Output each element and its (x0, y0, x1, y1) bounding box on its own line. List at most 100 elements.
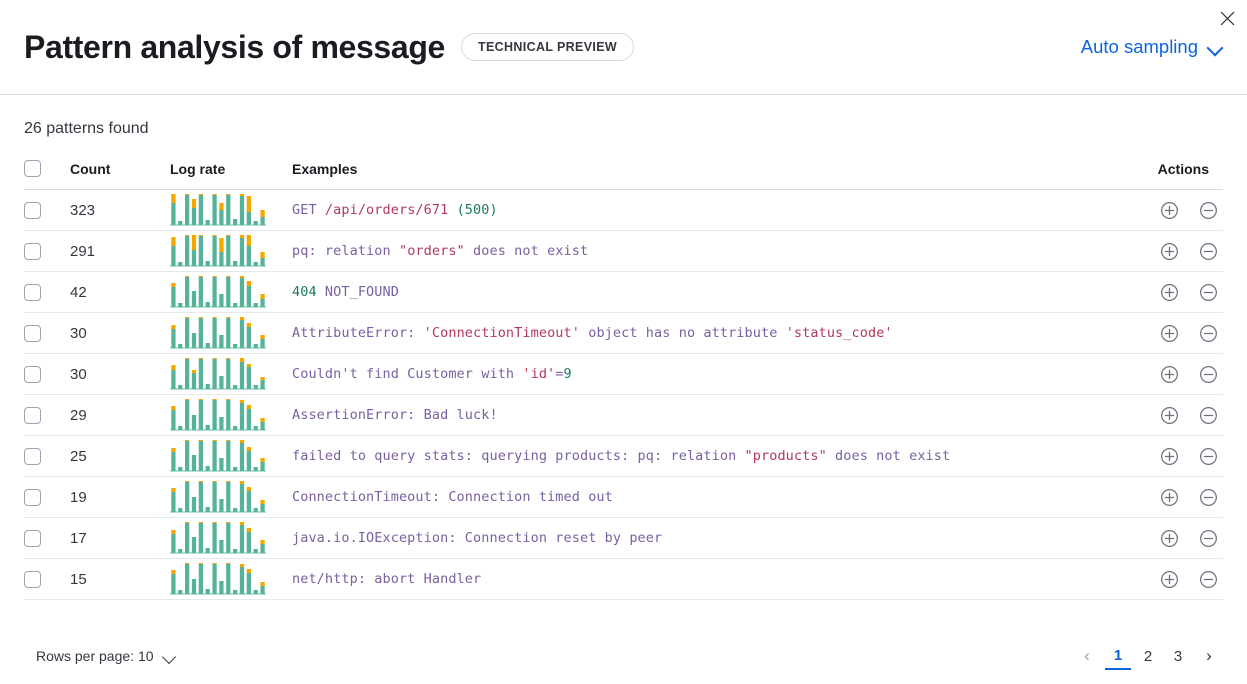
count-cell: 291 (70, 230, 170, 273)
page-number-2[interactable]: 2 (1143, 647, 1153, 665)
count-cell: 323 (70, 189, 170, 232)
plus-in-circle-icon[interactable] (1154, 400, 1184, 430)
minus-in-circle-icon[interactable] (1193, 359, 1223, 389)
row-checkbox[interactable] (24, 365, 41, 383)
plus-in-circle-icon[interactable] (1154, 564, 1184, 594)
row-checkbox[interactable] (24, 529, 41, 547)
table-row[interactable]: 15 net/http: abort Handler (24, 558, 1223, 601)
example-text: pq: relation "orders" does not exist (292, 243, 1113, 259)
minus-in-circle-icon[interactable] (1193, 277, 1223, 307)
example-token: NOT_FOUND (316, 284, 399, 301)
table-header: Count Log rate Examples Actions (24, 160, 1223, 191)
log-rate-sparkline (170, 276, 266, 308)
table-row[interactable]: 291 pq: relation "orders" does not exist (24, 230, 1223, 273)
example-cell: AttributeError: 'ConnectionTimeout' obje… (292, 312, 1113, 355)
example-cell: 404 NOT_FOUND (292, 271, 1113, 314)
example-token: 'id' (522, 366, 556, 383)
minus-in-circle-icon[interactable] (1193, 523, 1223, 553)
example-token: object has no attribute (579, 325, 786, 342)
count-cell: 30 (70, 312, 170, 355)
actions-cell (1113, 558, 1223, 601)
row-checkbox[interactable] (24, 283, 41, 301)
examples-header: Examples (292, 160, 1113, 191)
actions-cell (1113, 435, 1223, 478)
actions-cell (1113, 189, 1223, 232)
example-cell: pq: relation "orders" does not exist (292, 230, 1113, 273)
row-select-cell (24, 517, 70, 560)
log-rate-sparkline (170, 522, 266, 554)
plus-in-circle-icon[interactable] (1154, 359, 1184, 389)
example-text: 404 NOT_FOUND (292, 284, 1113, 300)
row-checkbox[interactable] (24, 201, 41, 219)
row-checkbox[interactable] (24, 406, 41, 424)
minus-in-circle-icon[interactable] (1193, 400, 1223, 430)
example-token: 404 (292, 284, 317, 301)
close-icon[interactable] (1213, 4, 1241, 32)
minus-in-circle-icon[interactable] (1193, 318, 1223, 348)
example-text: AssertionError: Bad luck! (292, 407, 1113, 423)
example-token: 9 (563, 366, 572, 383)
count-cell: 17 (70, 517, 170, 560)
count-header[interactable]: Count (70, 160, 170, 191)
table-row[interactable]: 29 AssertionError: Bad luck! (24, 394, 1223, 437)
chevron-down-icon (163, 650, 176, 663)
plus-in-circle-icon[interactable] (1154, 482, 1184, 512)
row-checkbox[interactable] (24, 570, 41, 588)
example-token: java.io.IOException: Connection reset by… (292, 530, 663, 547)
auto-sampling-button[interactable]: Auto sampling (1081, 36, 1223, 58)
rows-per-page-selector[interactable]: Rows per page: 10 (24, 648, 176, 664)
row-select-cell (24, 312, 70, 355)
example-token: does not exist (464, 243, 589, 260)
row-checkbox[interactable] (24, 324, 41, 342)
row-checkbox[interactable] (24, 447, 41, 465)
example-cell: net/http: abort Handler (292, 558, 1113, 601)
plus-in-circle-icon[interactable] (1154, 236, 1184, 266)
example-text: Couldn't find Customer with 'id'=9 (292, 366, 1113, 382)
plus-in-circle-icon[interactable] (1154, 441, 1184, 471)
count-cell: 15 (70, 558, 170, 601)
select-all-checkbox[interactable] (24, 160, 41, 178)
log-rate-cell (170, 271, 292, 314)
example-token: /api/orders/671 (324, 202, 449, 219)
minus-in-circle-icon[interactable] (1193, 441, 1223, 471)
minus-in-circle-icon[interactable] (1193, 482, 1223, 512)
plus-in-circle-icon[interactable] (1154, 523, 1184, 553)
example-token: AttributeError: (292, 325, 424, 342)
row-select-cell (24, 353, 70, 396)
example-token (448, 202, 456, 218)
actions-cell (1113, 271, 1223, 314)
plus-in-circle-icon[interactable] (1154, 277, 1184, 307)
minus-in-circle-icon[interactable] (1193, 195, 1223, 225)
page-number-3[interactable]: 3 (1173, 647, 1183, 665)
page-number-1[interactable]: 1 (1105, 642, 1131, 670)
flyout-body: 26 patterns found Count Log rate Example… (0, 95, 1247, 601)
next-page-button[interactable]: › (1206, 646, 1212, 665)
plus-in-circle-icon[interactable] (1154, 195, 1184, 225)
example-token: Couldn't find Customer with (292, 366, 523, 383)
plus-in-circle-icon[interactable] (1154, 318, 1184, 348)
header-left-group: Pattern analysis of message TECHNICAL PR… (24, 28, 1081, 66)
log-rate-sparkline (170, 481, 266, 513)
example-token: "orders" (398, 243, 465, 260)
row-checkbox[interactable] (24, 488, 41, 506)
example-cell: Couldn't find Customer with 'id'=9 (292, 353, 1113, 396)
table-row[interactable]: 30 AttributeError: 'ConnectionTimeout' ob… (24, 312, 1223, 355)
log-rate-cell (170, 189, 292, 232)
actions-cell (1113, 476, 1223, 519)
example-token: "products" (744, 448, 827, 465)
row-checkbox[interactable] (24, 242, 41, 260)
minus-in-circle-icon[interactable] (1193, 564, 1223, 594)
table-row[interactable]: 17 java.io.IOException: Connection reset … (24, 517, 1223, 560)
minus-in-circle-icon[interactable] (1193, 236, 1223, 266)
example-token: net/http: abort Handler (292, 571, 482, 588)
table-row[interactable]: 323 GET /api/orders/671 (500) (24, 189, 1223, 232)
row-select-cell (24, 230, 70, 273)
previous-page-button[interactable]: ‹ (1084, 646, 1090, 665)
count-cell: 29 (70, 394, 170, 437)
example-text: GET /api/orders/671 (500) (292, 202, 1113, 218)
